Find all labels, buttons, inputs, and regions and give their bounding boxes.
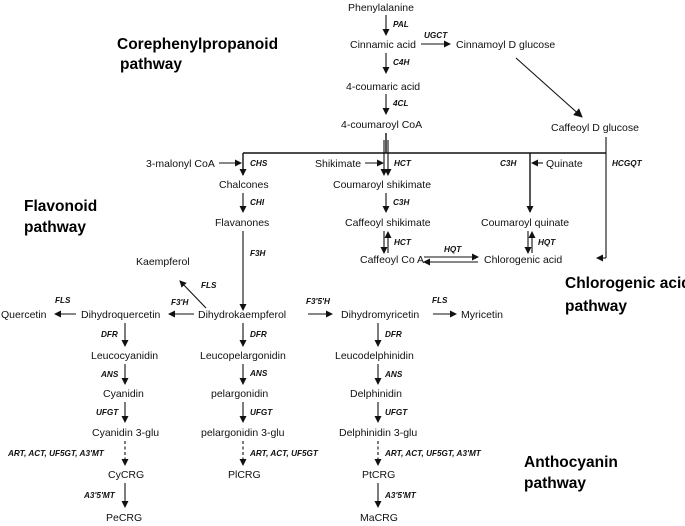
enzyme-a35mt-1: A3'5'MT — [83, 491, 116, 500]
node-cyanidin-3-glu: Cyanidin 3-glu — [92, 427, 159, 439]
enzyme-f35h: F3'5'H — [306, 297, 331, 306]
node-quinate: Quinate — [546, 158, 583, 170]
node-caffeoyl-coa: Caffeoyl Co A — [360, 254, 424, 266]
enzyme-fls-quercetin: FLS — [55, 296, 71, 305]
title-corephenylpropanoid-line1: Corephenylpropanoid — [117, 36, 278, 53]
enzyme-ugct: UGCT — [424, 31, 448, 40]
node-delphinidin-3-glu: Delphinidin 3-glu — [339, 427, 417, 439]
enzyme-4cl: 4CL — [392, 99, 408, 108]
arrow-cinnamoyl-to-caffeoyl-glucose — [515, 57, 583, 118]
node-leucodelphinidin: Leucodelphinidin — [335, 350, 414, 362]
enzyme-f3prime-h: F3'H — [171, 298, 190, 307]
enzyme-fls-myricetin: FLS — [432, 296, 448, 305]
enzyme-hct-top: HCT — [394, 159, 412, 168]
node-flavanones: Flavanones — [215, 217, 269, 229]
node-caffeoyl-shikimate: Caffeoyl shikimate — [345, 217, 431, 229]
title-chlorogenic-line2: pathway — [565, 298, 627, 315]
enzyme-ufgt-2: UFGT — [250, 408, 273, 417]
enzyme-ans-2: ANS — [249, 369, 268, 378]
enzyme-a35mt-2: A3'5'MT — [384, 491, 417, 500]
node-cycrg: CyCRG — [108, 469, 144, 481]
node-ptcrg: PtCRG — [362, 469, 395, 481]
node-myricetin: Myricetin — [461, 309, 503, 321]
title-anthocyanin-line2: pathway — [524, 475, 586, 492]
enzyme-pal: PAL — [393, 20, 409, 29]
enzyme-fls-kaempferol: FLS — [201, 281, 217, 290]
node-4-coumaroyl-coa: 4-coumaroyl CoA — [341, 119, 422, 131]
arrow-dihydrokaempferol-to-kaempferol — [179, 280, 207, 309]
enzyme-art-act-1: ART, ACT, UF5GT, A3'MT — [7, 449, 105, 458]
node-quercetin: Quercetin — [1, 309, 47, 321]
node-coumaroyl-quinate: Coumaroyl quinate — [481, 217, 569, 229]
title-anthocyanin-line1: Anthocyanin — [524, 454, 618, 471]
node-4-coumaric-acid: 4-coumaric acid — [346, 81, 420, 93]
enzyme-hqt-right: HQT — [538, 238, 556, 247]
enzyme-chs: CHS — [250, 159, 268, 168]
enzyme-ans-3: ANS — [384, 370, 403, 379]
node-phenylalanine: Phenylalanine — [348, 2, 414, 14]
node-chlorogenic-acid: Chlorogenic acid — [484, 254, 562, 266]
node-cinnamic-acid: Cinnamic acid — [350, 39, 416, 51]
node-3-malonyl-coa: 3-malonyl CoA — [146, 158, 215, 170]
node-plcrg: PlCRG — [228, 469, 261, 481]
node-kaempferol: Kaempferol — [136, 256, 190, 268]
node-cyanidin: Cyanidin — [103, 388, 144, 400]
node-delphinidin: Delphinidin — [350, 388, 402, 400]
enzyme-ans-1: ANS — [100, 370, 119, 379]
title-flavonoid-line1: Flavonoid — [24, 198, 97, 215]
enzyme-dfr-1: DFR — [101, 330, 118, 339]
enzyme-dfr-3: DFR — [385, 330, 402, 339]
enzyme-hct-mid: HCT — [394, 238, 412, 247]
node-pelargonidin: pelargonidin — [211, 388, 268, 400]
enzyme-art-act-3: ART, ACT, UF5GT, A3'MT — [384, 449, 482, 458]
node-coumaroyl-shikimate: Coumaroyl shikimate — [333, 179, 431, 191]
enzyme-c3h-mid: C3H — [393, 198, 410, 207]
node-leucopelargonidin: Leucopelargonidin — [200, 350, 286, 362]
enzyme-hcgqt: HCGQT — [612, 159, 643, 168]
node-dihydromyricetin: Dihydromyricetin — [341, 309, 419, 321]
node-dihydroquercetin: Dihydroquercetin — [81, 309, 161, 321]
node-dihydrokaempferol: Dihydrokaempferol — [198, 309, 286, 321]
title-flavonoid-line2: pathway — [24, 219, 86, 236]
enzyme-art-act-2: ART, ACT, UF5GT — [249, 449, 319, 458]
enzyme-c3h-right: C3H — [500, 159, 517, 168]
enzyme-dfr-2: DFR — [250, 330, 267, 339]
enzyme-ufgt-1: UFGT — [96, 408, 119, 417]
title-chlorogenic-line1: Chlorogenic acid — [565, 275, 685, 292]
node-caffeoyl-d-glucose: Caffeoyl D glucose — [551, 122, 639, 134]
node-pelargonidin-3-glu: pelargonidin 3-glu — [201, 427, 285, 439]
enzyme-c4h: C4H — [393, 58, 410, 67]
node-macrg: MaCRG — [360, 512, 398, 524]
title-corephenylpropanoid-line2: pathway — [120, 56, 182, 73]
node-chalcones: Chalcones — [219, 179, 269, 191]
enzyme-f3h: F3H — [250, 249, 267, 258]
enzyme-chi: CHI — [250, 198, 265, 207]
node-leucocyanidin: Leucocyanidin — [91, 350, 158, 362]
enzyme-ufgt-3: UFGT — [385, 408, 408, 417]
node-cinnamoyl-d-glucose: Cinnamoyl D glucose — [456, 39, 555, 51]
enzyme-hqt-left: HQT — [444, 245, 462, 254]
node-pecrg: PeCRG — [106, 512, 142, 524]
node-shikimate: Shikimate — [315, 158, 361, 170]
